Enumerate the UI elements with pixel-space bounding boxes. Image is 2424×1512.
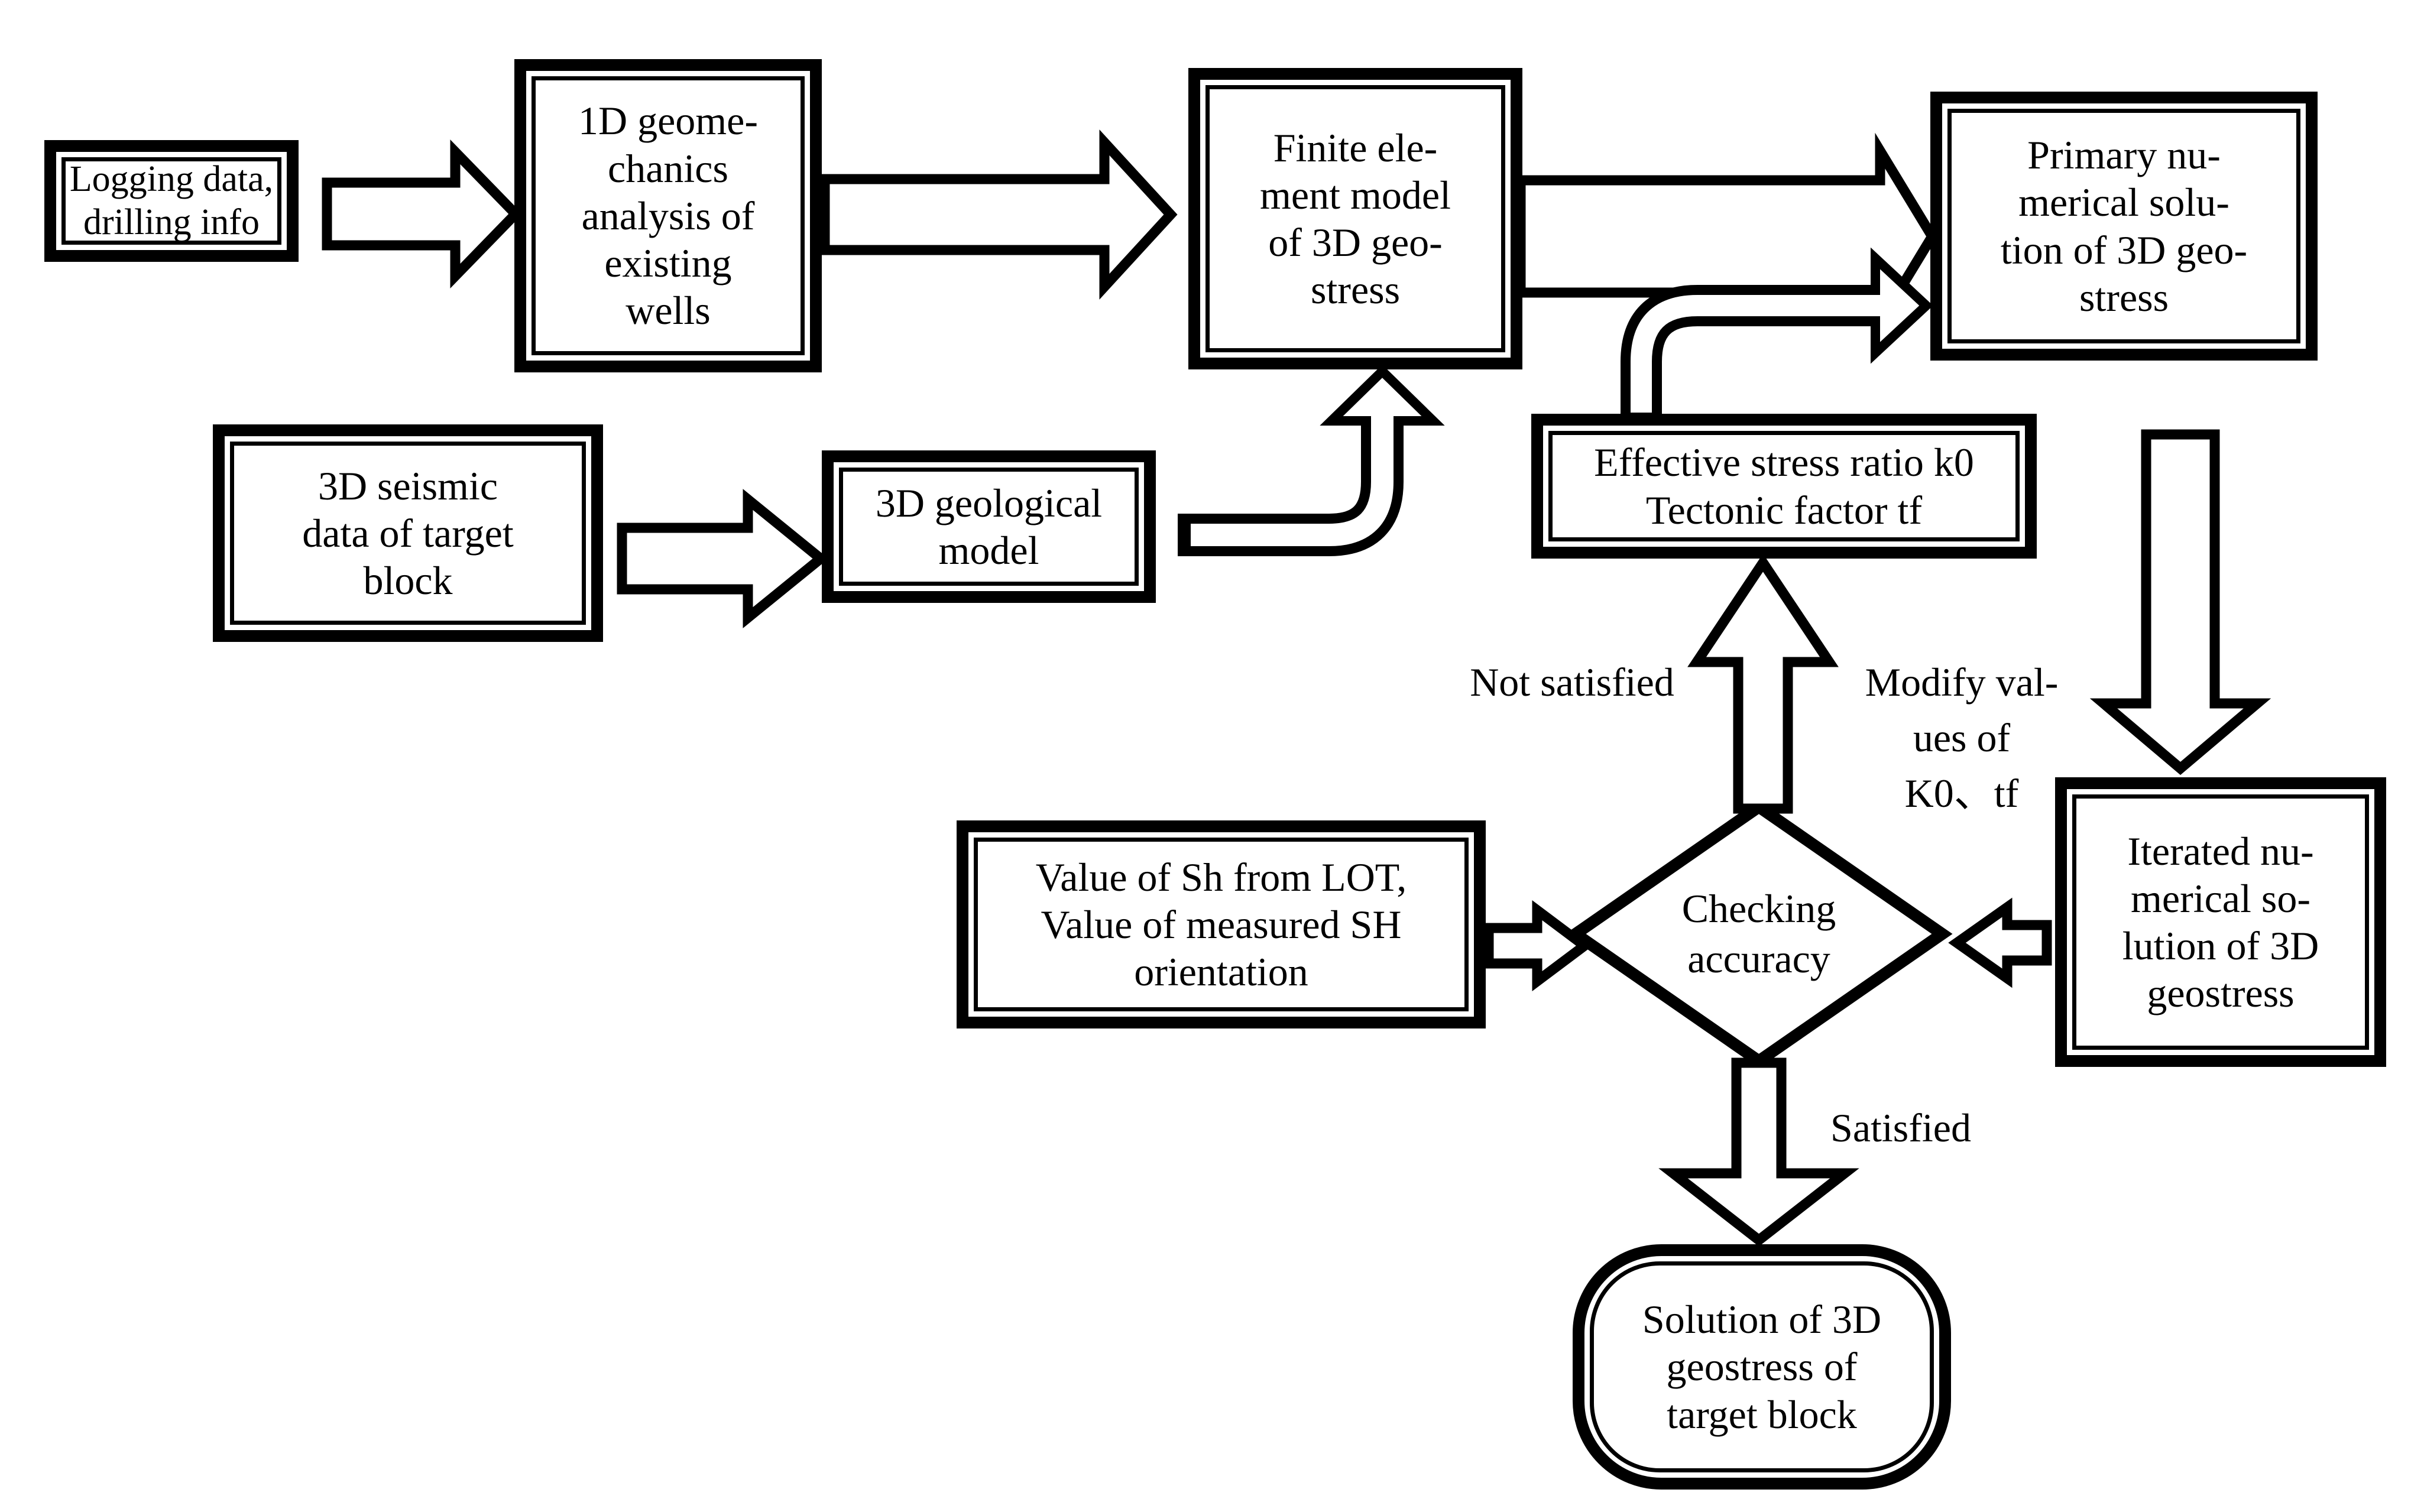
arrow-checking-to-solution-icon <box>1658 1057 1859 1247</box>
arrow-iterated-to-checking-icon <box>1948 897 2052 988</box>
arrow-checking-to-effective-icon <box>1687 553 1839 814</box>
arrow-geomech-to-finite-icon <box>819 129 1178 300</box>
arrow-effective-to-primary-icon <box>1621 247 1933 421</box>
arrow-geomodel-to-finite-icon <box>1178 364 1445 556</box>
node-effective-stress-ratio: Effective stress ratio k0 Tectonic facto… <box>1531 414 2037 559</box>
node-checking-accuracy: Checking accuracy <box>1576 807 1942 1061</box>
arrow-seismic-to-geomodel-icon <box>617 489 829 628</box>
node-sh-lot-values: Value of Sh from LOT, Value of measured … <box>957 820 1486 1028</box>
node-logging-data: Logging data, drilling info <box>44 140 299 262</box>
node-3d-geological-model: 3D geological model <box>822 450 1156 603</box>
node-iterated-numerical-solution: Iterated nu- merical so- lution of 3D ge… <box>2055 777 2386 1067</box>
arrow-primary-to-iterated-icon <box>2089 429 2271 776</box>
branch-label-satisfied: Satisfied <box>1830 1105 1971 1150</box>
node-label: Logging data, drilling info <box>69 158 274 242</box>
arrow-finite-to-primary-icon <box>1515 132 1938 340</box>
node-label: Checking accuracy <box>1681 886 1836 981</box>
node-1d-geomechanics: 1D geome- chanics analysis of existing w… <box>514 59 822 372</box>
node-finite-element-model: Finite ele- ment model of 3D geo- stress <box>1188 68 1522 369</box>
branch-label-modify-values: Modify val- ues of K0、tf <box>1865 660 2059 816</box>
node-label: Solution of 3D geostress of target block <box>1642 1297 1882 1437</box>
node-label: Value of Sh from LOT, Value of measured … <box>1035 854 1407 995</box>
node-final-solution: Solution of 3D geostress of target block <box>1573 1244 1951 1490</box>
decision-diamond <box>1565 799 1953 1069</box>
node-label: Primary nu- merical solu- tion of 3D geo… <box>2000 132 2248 320</box>
node-label: 3D seismic data of target block <box>302 463 514 603</box>
node-label: Iterated nu- merical so- lution of 3D ge… <box>2122 828 2319 1016</box>
arrow-logging-to-geomech-icon <box>322 139 523 288</box>
node-primary-numerical-solution: Primary nu- merical solu- tion of 3D geo… <box>1930 92 2318 361</box>
branch-label-not-satisfied: Not satisfied <box>1470 660 1674 705</box>
node-label: Finite ele- ment model of 3D geo- stress <box>1260 125 1451 313</box>
node-3d-seismic-data: 3D seismic data of target block <box>213 424 603 642</box>
arrow-shlot-to-checking-icon <box>1483 900 1593 991</box>
node-label: Effective stress ratio k0 Tectonic facto… <box>1594 440 1974 533</box>
node-label: 1D geome- chanics analysis of existing w… <box>578 98 758 333</box>
node-label: 3D geological model <box>875 480 1103 573</box>
